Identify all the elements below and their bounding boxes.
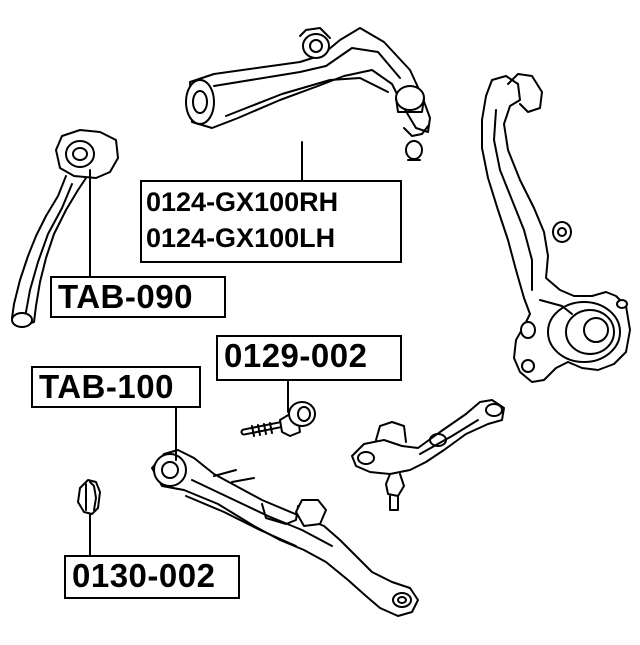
- label-0129-002-box: 0129-002: [216, 335, 402, 381]
- label-0130-002: 0130-002: [72, 557, 216, 594]
- label-tab-090: TAB-090: [58, 278, 193, 315]
- tab-090-bushing: [11, 129, 119, 328]
- label-tab-090-box: TAB-090: [50, 276, 226, 318]
- label-0130-002-box: 0130-002: [64, 555, 240, 599]
- label-tab-100: TAB-100: [39, 368, 174, 405]
- bushing-0130-002: [77, 479, 101, 515]
- label-0124-gx100lh: 0124-GX100LH: [146, 223, 336, 253]
- label-0124-gx100rh: 0124-GX100RH: [146, 187, 339, 217]
- ball-joint-arm: [351, 399, 505, 511]
- label-tab-100-box: TAB-100: [31, 366, 201, 408]
- bolt-0129-002: [240, 401, 316, 437]
- label-0124-gx100: 0124-GX100RH 0124-GX100LH: [140, 180, 402, 263]
- lower-control-arm: [151, 449, 419, 617]
- label-0129-002: 0129-002: [224, 337, 368, 374]
- steering-knuckle: [481, 73, 631, 383]
- upper-control-arm: [185, 27, 431, 161]
